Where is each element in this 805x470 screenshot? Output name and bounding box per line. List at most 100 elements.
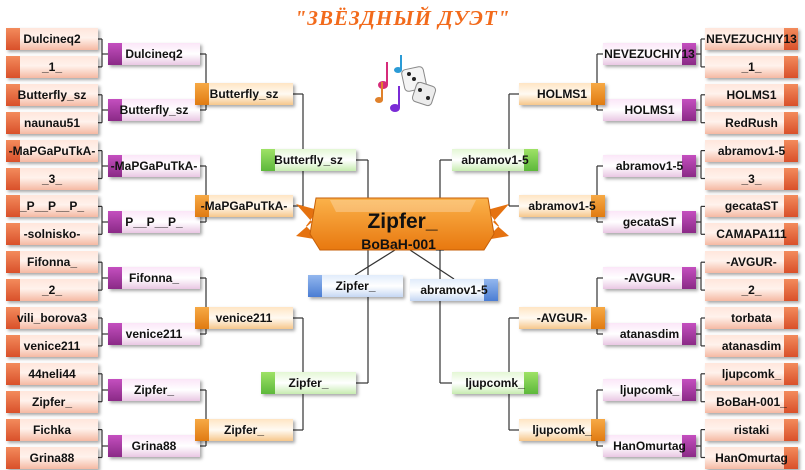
right-r2-player[interactable]: gecataST [603, 211, 696, 233]
player-name: venice211 [125, 327, 183, 341]
right-r1-player[interactable]: gecataST [705, 195, 798, 218]
right-r3-player[interactable]: -AVGUR- [519, 307, 605, 329]
box-accent-tab [784, 83, 798, 106]
final-right-player[interactable]: abramov1-5 [410, 279, 498, 301]
right-r1-player[interactable]: -AVGUR- [705, 251, 798, 274]
right-r2-player[interactable]: ljupcomk_ [603, 379, 696, 401]
left-r1-player[interactable]: Zipfer_ [6, 390, 98, 413]
box-accent-tab [784, 167, 798, 190]
box-accent-tab [6, 362, 20, 385]
box-accent-tab [784, 139, 798, 162]
left-r1-player[interactable]: _2_ [6, 279, 98, 302]
right-r1-player[interactable]: _1_ [705, 55, 798, 78]
left-r3-player[interactable]: venice211 [195, 307, 293, 329]
box-accent-tab [308, 275, 322, 297]
left-r1-player[interactable]: -solnisko- [6, 223, 98, 246]
box-accent-tab [784, 307, 798, 329]
player-name: venice211 [23, 338, 81, 353]
box-accent-tab [6, 334, 20, 357]
left-r1-player[interactable]: vili_borova3 [6, 307, 98, 329]
champion-partner: BoBaH-001_ [361, 236, 444, 252]
box-accent-tab [108, 155, 122, 177]
left-r3-player[interactable]: Butterfly_sz [195, 83, 293, 105]
right-r1-player[interactable]: ristaki [705, 418, 798, 441]
box-accent-tab [682, 323, 696, 345]
right-r1-player[interactable]: CAMAPA111 [705, 223, 798, 246]
left-r1-player[interactable]: -MaPGaPuTkA- [6, 139, 98, 162]
left-r1-player[interactable]: naunau51 [6, 111, 98, 134]
box-accent-tab [6, 251, 20, 274]
right-r1-player[interactable]: _2_ [705, 279, 798, 302]
box-accent-tab [784, 28, 798, 50]
right-r1-player[interactable]: torbata [705, 307, 798, 329]
player-name: Zipfer_ [133, 383, 174, 397]
box-accent-tab [108, 323, 122, 345]
box-accent-tab [784, 390, 798, 413]
left-r1-player[interactable]: _P__P__P_ [6, 195, 98, 218]
player-name: ljupcomk_ [721, 366, 782, 381]
left-r2-player[interactable]: Grina88 [108, 435, 200, 457]
box-accent-tab [195, 195, 209, 217]
right-r3-player[interactable]: abramov1-5 [519, 195, 605, 217]
box-accent-tab [591, 195, 605, 217]
right-r1-player[interactable]: RedRush [705, 111, 798, 134]
right-r2-player[interactable]: NEVEZUCHIY13 [603, 43, 696, 65]
left-r1-player[interactable]: 44neli44 [6, 362, 98, 385]
player-name: -AVGUR- [726, 255, 777, 270]
left-r1-player[interactable]: Fifonna_ [6, 251, 98, 274]
box-accent-tab [6, 279, 20, 302]
player-name: RedRush [725, 115, 778, 130]
box-accent-tab [784, 111, 798, 134]
left-r1-player[interactable]: venice211 [6, 334, 98, 357]
right-r1-player[interactable]: NEVEZUCHIY13 [705, 28, 798, 50]
left-r1-player[interactable]: Grina88 [6, 446, 98, 469]
left-r2-player[interactable]: -MaPGaPuTkA- [108, 155, 200, 177]
player-name: -solnisko- [23, 227, 81, 242]
left-r2-player[interactable]: Dulcineq2 [108, 43, 200, 65]
player-name: abramov1-5 [420, 283, 488, 297]
left-r1-player[interactable]: _3_ [6, 167, 98, 190]
left-r2-player[interactable]: Zipfer_ [108, 379, 200, 401]
player-name: venice211 [215, 311, 273, 325]
right-r2-player[interactable]: HOLMS1 [603, 99, 696, 121]
box-accent-tab [484, 279, 498, 301]
player-name: -MaPGaPuTkA- [200, 199, 288, 213]
left-r4-player[interactable]: Butterfly_sz [261, 149, 356, 171]
left-r3-player[interactable]: Zipfer_ [195, 419, 293, 441]
left-r2-player[interactable]: venice211 [108, 323, 200, 345]
right-r1-player[interactable]: abramov1-5 [705, 139, 798, 162]
box-accent-tab [784, 223, 798, 246]
music-notes-icon [375, 55, 402, 112]
right-r1-player[interactable]: BoBaH-001_ [705, 390, 798, 413]
player-name: Fifonna_ [129, 271, 179, 285]
right-r2-player[interactable]: abramov1-5 [603, 155, 696, 177]
right-r1-player[interactable]: ljupcomk_ [705, 362, 798, 385]
left-r1-player[interactable]: Dulcineq2 [6, 28, 98, 50]
left-r3-player[interactable]: -MaPGaPuTkA- [195, 195, 293, 217]
box-accent-tab [524, 372, 538, 394]
left-r1-player[interactable]: _1_ [6, 55, 98, 78]
right-r1-player[interactable]: _3_ [705, 167, 798, 190]
right-r3-player[interactable]: ljupcomk_ [519, 419, 605, 441]
box-accent-tab [524, 149, 538, 171]
box-accent-tab [784, 418, 798, 441]
final-left-player[interactable]: Zipfer_ [308, 275, 403, 297]
left-r2-player[interactable]: P__P__P_ [108, 211, 200, 233]
left-r1-player[interactable]: Fichka [6, 418, 98, 441]
right-r1-player[interactable]: HanOmurtag [705, 446, 798, 469]
left-r1-player[interactable]: Butterfly_sz [6, 83, 98, 106]
right-r2-player[interactable]: HanOmurtag [603, 435, 696, 457]
box-accent-tab [6, 418, 20, 441]
left-r2-player[interactable]: Fifonna_ [108, 267, 200, 289]
right-r4-player[interactable]: ljupcomk_ [452, 372, 538, 394]
right-r1-player[interactable]: atanasdim [705, 334, 798, 357]
left-r2-player[interactable]: Butterfly_sz [108, 99, 200, 121]
right-r3-player[interactable]: HOLMS1 [519, 83, 605, 105]
right-r2-player[interactable]: atanasdim [603, 323, 696, 345]
right-r2-player[interactable]: -AVGUR- [603, 267, 696, 289]
left-r4-player[interactable]: Zipfer_ [261, 372, 356, 394]
right-r1-player[interactable]: HOLMS1 [705, 83, 798, 106]
box-accent-tab [682, 267, 696, 289]
right-r4-player[interactable]: abramov1-5 [452, 149, 538, 171]
